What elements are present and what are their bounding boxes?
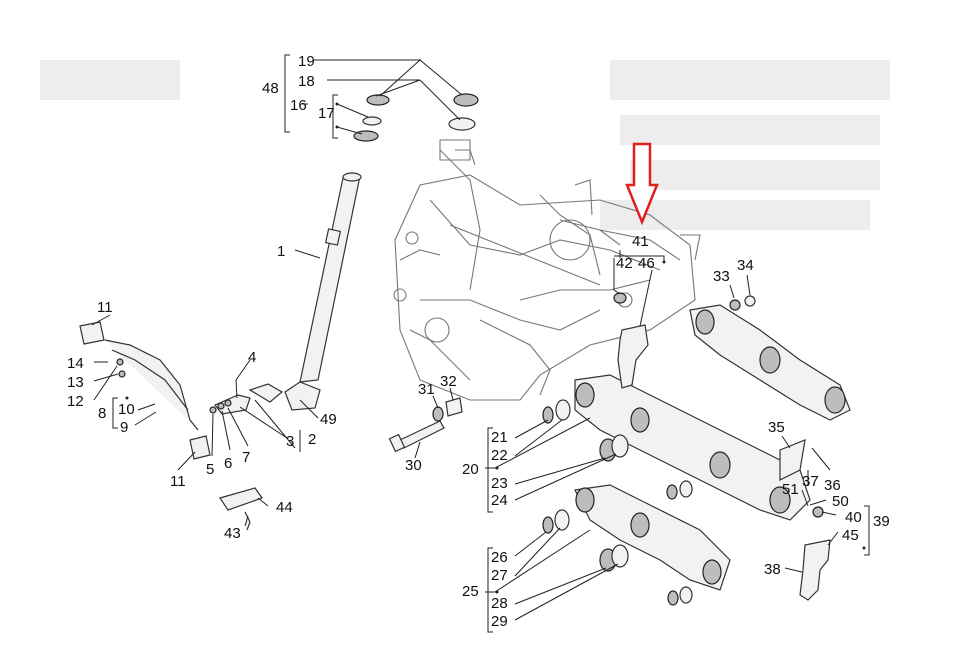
label-35: 35 <box>768 419 785 436</box>
bracket-dots <box>125 102 866 594</box>
label-41: 41 <box>632 233 649 250</box>
label-46: 46 <box>638 255 655 272</box>
label-21: 21 <box>491 429 508 446</box>
label-23: 23 <box>491 475 508 492</box>
label-12: 12 <box>67 393 84 410</box>
label-17: 17 <box>318 105 335 122</box>
label-9: 9 <box>120 419 128 436</box>
main-bolt <box>388 397 463 453</box>
lower-swing-arm <box>574 484 731 591</box>
label-5: 5 <box>206 461 214 478</box>
label-10: 10 <box>118 401 135 418</box>
label-39: 39 <box>873 513 890 530</box>
label-34: 34 <box>737 257 754 274</box>
label-28: 28 <box>491 595 508 612</box>
label-36: 36 <box>824 477 841 494</box>
pivot-pin <box>613 292 649 389</box>
label-24: 24 <box>491 492 508 509</box>
label-44: 44 <box>276 499 293 516</box>
part-labels: 19 48 18 16 17 1 11 14 13 12 8 10 9 11 4… <box>67 53 890 630</box>
label-20: 20 <box>462 461 479 478</box>
label-29: 29 <box>491 613 508 630</box>
label-49: 49 <box>320 411 337 428</box>
label-43: 43 <box>224 525 241 542</box>
label-11-top: 11 <box>97 299 113 316</box>
label-2: 2 <box>308 431 316 448</box>
label-42: 42 <box>616 255 633 272</box>
steering-tube <box>284 172 362 411</box>
label-4: 4 <box>248 349 256 366</box>
label-32: 32 <box>440 373 457 390</box>
label-38: 38 <box>764 561 781 578</box>
label-1: 1 <box>277 243 285 260</box>
leader-lines <box>91 54 870 633</box>
highlight-arrow <box>625 142 659 226</box>
label-3: 3 <box>286 433 294 450</box>
right-pivot-pin <box>779 439 831 601</box>
label-8: 8 <box>98 405 106 422</box>
label-31: 31 <box>418 381 435 398</box>
label-51: 51 <box>782 481 799 498</box>
label-11-bottom: 11 <box>170 473 186 490</box>
bearing-stack <box>353 93 479 142</box>
upper-swing-arm <box>574 374 811 521</box>
label-22: 22 <box>491 447 508 464</box>
label-14: 14 <box>67 355 84 372</box>
label-27: 27 <box>491 567 508 584</box>
label-7: 7 <box>242 449 250 466</box>
right-swing-arm <box>689 304 851 421</box>
label-37: 37 <box>802 473 819 490</box>
label-19: 19 <box>298 53 315 70</box>
label-45: 45 <box>842 527 859 544</box>
label-33: 33 <box>713 268 730 285</box>
label-26: 26 <box>491 549 508 566</box>
clip-part <box>219 487 263 531</box>
label-18: 18 <box>298 73 315 90</box>
watermark <box>40 60 890 230</box>
label-16: 16 <box>290 97 307 114</box>
label-50: 50 <box>832 493 849 510</box>
chassis-frame <box>393 139 701 401</box>
label-30: 30 <box>405 457 422 474</box>
left-linkage <box>79 321 284 460</box>
label-48: 48 <box>262 80 279 97</box>
label-40: 40 <box>845 509 862 526</box>
label-13: 13 <box>67 374 84 391</box>
label-6: 6 <box>224 455 232 472</box>
label-25: 25 <box>462 583 479 600</box>
